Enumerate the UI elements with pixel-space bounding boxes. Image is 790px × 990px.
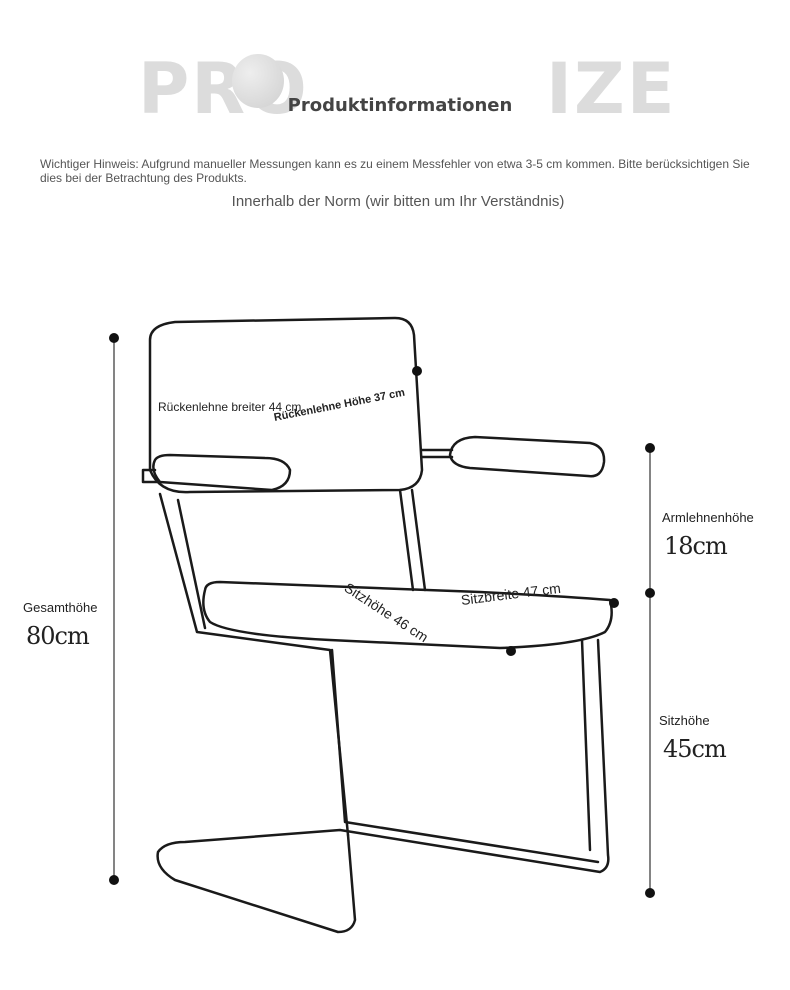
seat-height-value: 45cm	[663, 735, 727, 763]
total-height-value: 80cm	[26, 622, 90, 650]
background-title-right: IZE	[546, 48, 677, 130]
back-width-label: Rückenlehne breiter 44 cm	[158, 400, 302, 414]
armrest-top-dot	[645, 443, 655, 453]
left-armrest	[152, 453, 292, 492]
frame-back-right	[398, 488, 427, 592]
page-title: Produktinformationen	[287, 95, 513, 116]
frame-right-inner	[580, 638, 592, 852]
frame-base	[156, 638, 610, 934]
backrest-outline	[148, 316, 424, 494]
armrest-height-value: 18cm	[664, 532, 728, 560]
frame-inner-left	[176, 498, 207, 630]
measurement-note: Wichtiger Hinweis: Aufgrund manueller Me…	[40, 157, 750, 185]
total-height-label: Gesamthöhe	[23, 600, 98, 615]
total-height-top-dot	[109, 333, 119, 343]
armrest-bottom-dot	[645, 588, 655, 598]
left-armrest-tab	[141, 468, 162, 484]
total-height-bottom-dot	[109, 875, 119, 885]
right-armrest	[448, 435, 606, 478]
right-armrest-bar	[420, 448, 454, 459]
seat-height-label: Sitzhöhe	[659, 713, 710, 728]
armrest-height-label: Armlehnenhöhe	[662, 510, 754, 525]
back-height-dot	[412, 366, 422, 376]
decorative-circle	[232, 54, 284, 108]
frame-rear-leg	[330, 648, 600, 864]
seat-outline	[202, 580, 613, 650]
seat-width-right-dot	[609, 598, 619, 608]
norm-note: Innerhalb der Norm (wir bitten um Ihr Ve…	[231, 193, 565, 210]
seat-height-bottom-dot	[645, 888, 655, 898]
seat-width-left-dot	[506, 646, 516, 656]
